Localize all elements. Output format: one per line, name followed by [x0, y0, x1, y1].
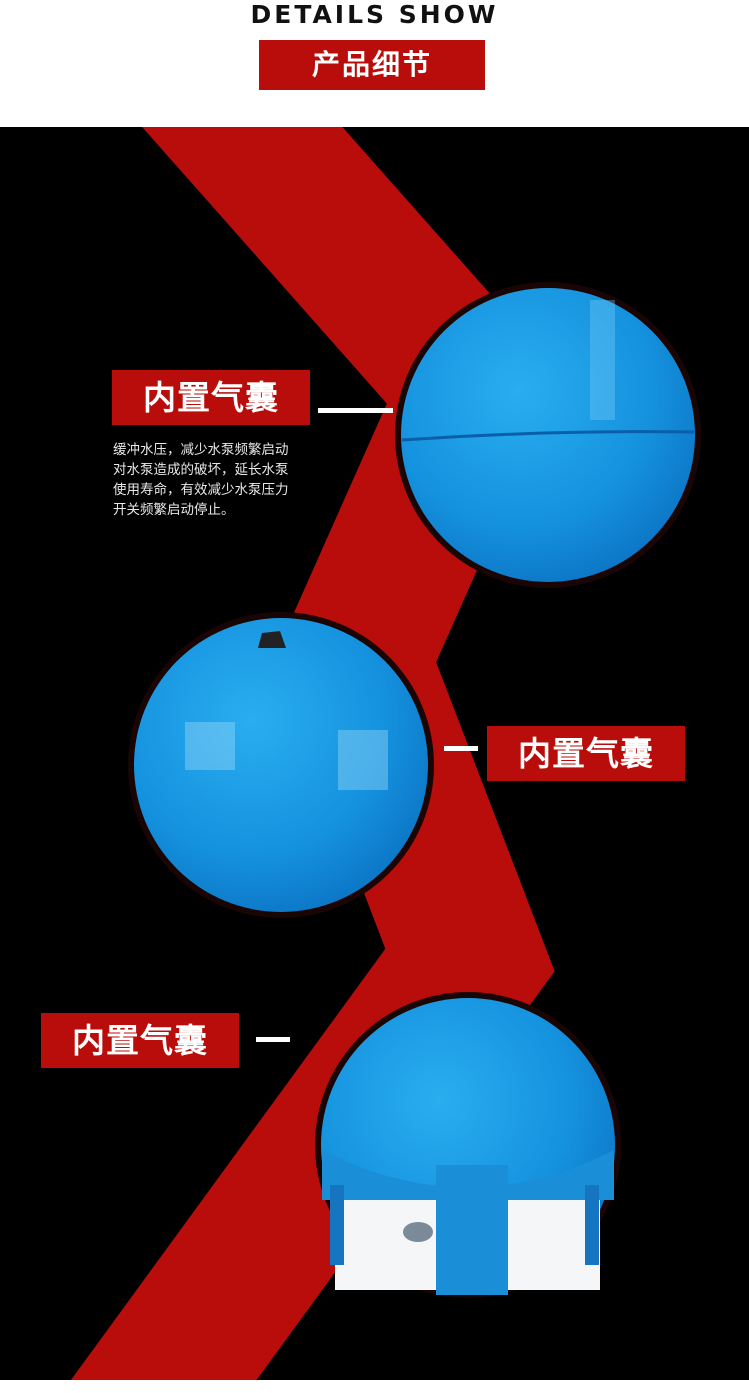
description-line: 使用寿命，有效减少水泵压力: [113, 482, 289, 498]
tank-detail-circle-2: [128, 612, 434, 918]
description-line: 开关频繁启动停止。: [113, 502, 235, 518]
section-1-label: 内置气囊: [112, 370, 310, 425]
section-3-label: 内置气囊: [41, 1013, 239, 1068]
connector-line: [318, 408, 393, 413]
tank-detail-circle-1: [395, 282, 701, 588]
details-stage: 内置气囊 缓冲水压，减少水泵频繁启动 对水泵造成的破坏，延长水泵 使用寿命，有效…: [0, 127, 749, 1380]
section-2-label: 内置气囊: [487, 726, 685, 781]
details-show-title: DETAILS SHOW: [250, 0, 499, 29]
bottom-strip: [0, 1380, 749, 1393]
tank-detail-circle-3: [315, 992, 621, 1298]
header: DETAILS SHOW 产品细节: [0, 0, 749, 127]
connector-line: [256, 1037, 290, 1042]
section-1-description: 缓冲水压，减少水泵频繁启动 对水泵造成的破坏，延长水泵 使用寿命，有效减少水泵压…: [113, 440, 323, 520]
connector-line: [444, 746, 478, 751]
description-line: 缓冲水压，减少水泵频繁启动: [113, 442, 289, 458]
product-details-badge: 产品细节: [259, 40, 485, 90]
decor-graphics: [70, 127, 701, 1380]
description-line: 对水泵造成的破坏，延长水泵: [113, 462, 289, 478]
